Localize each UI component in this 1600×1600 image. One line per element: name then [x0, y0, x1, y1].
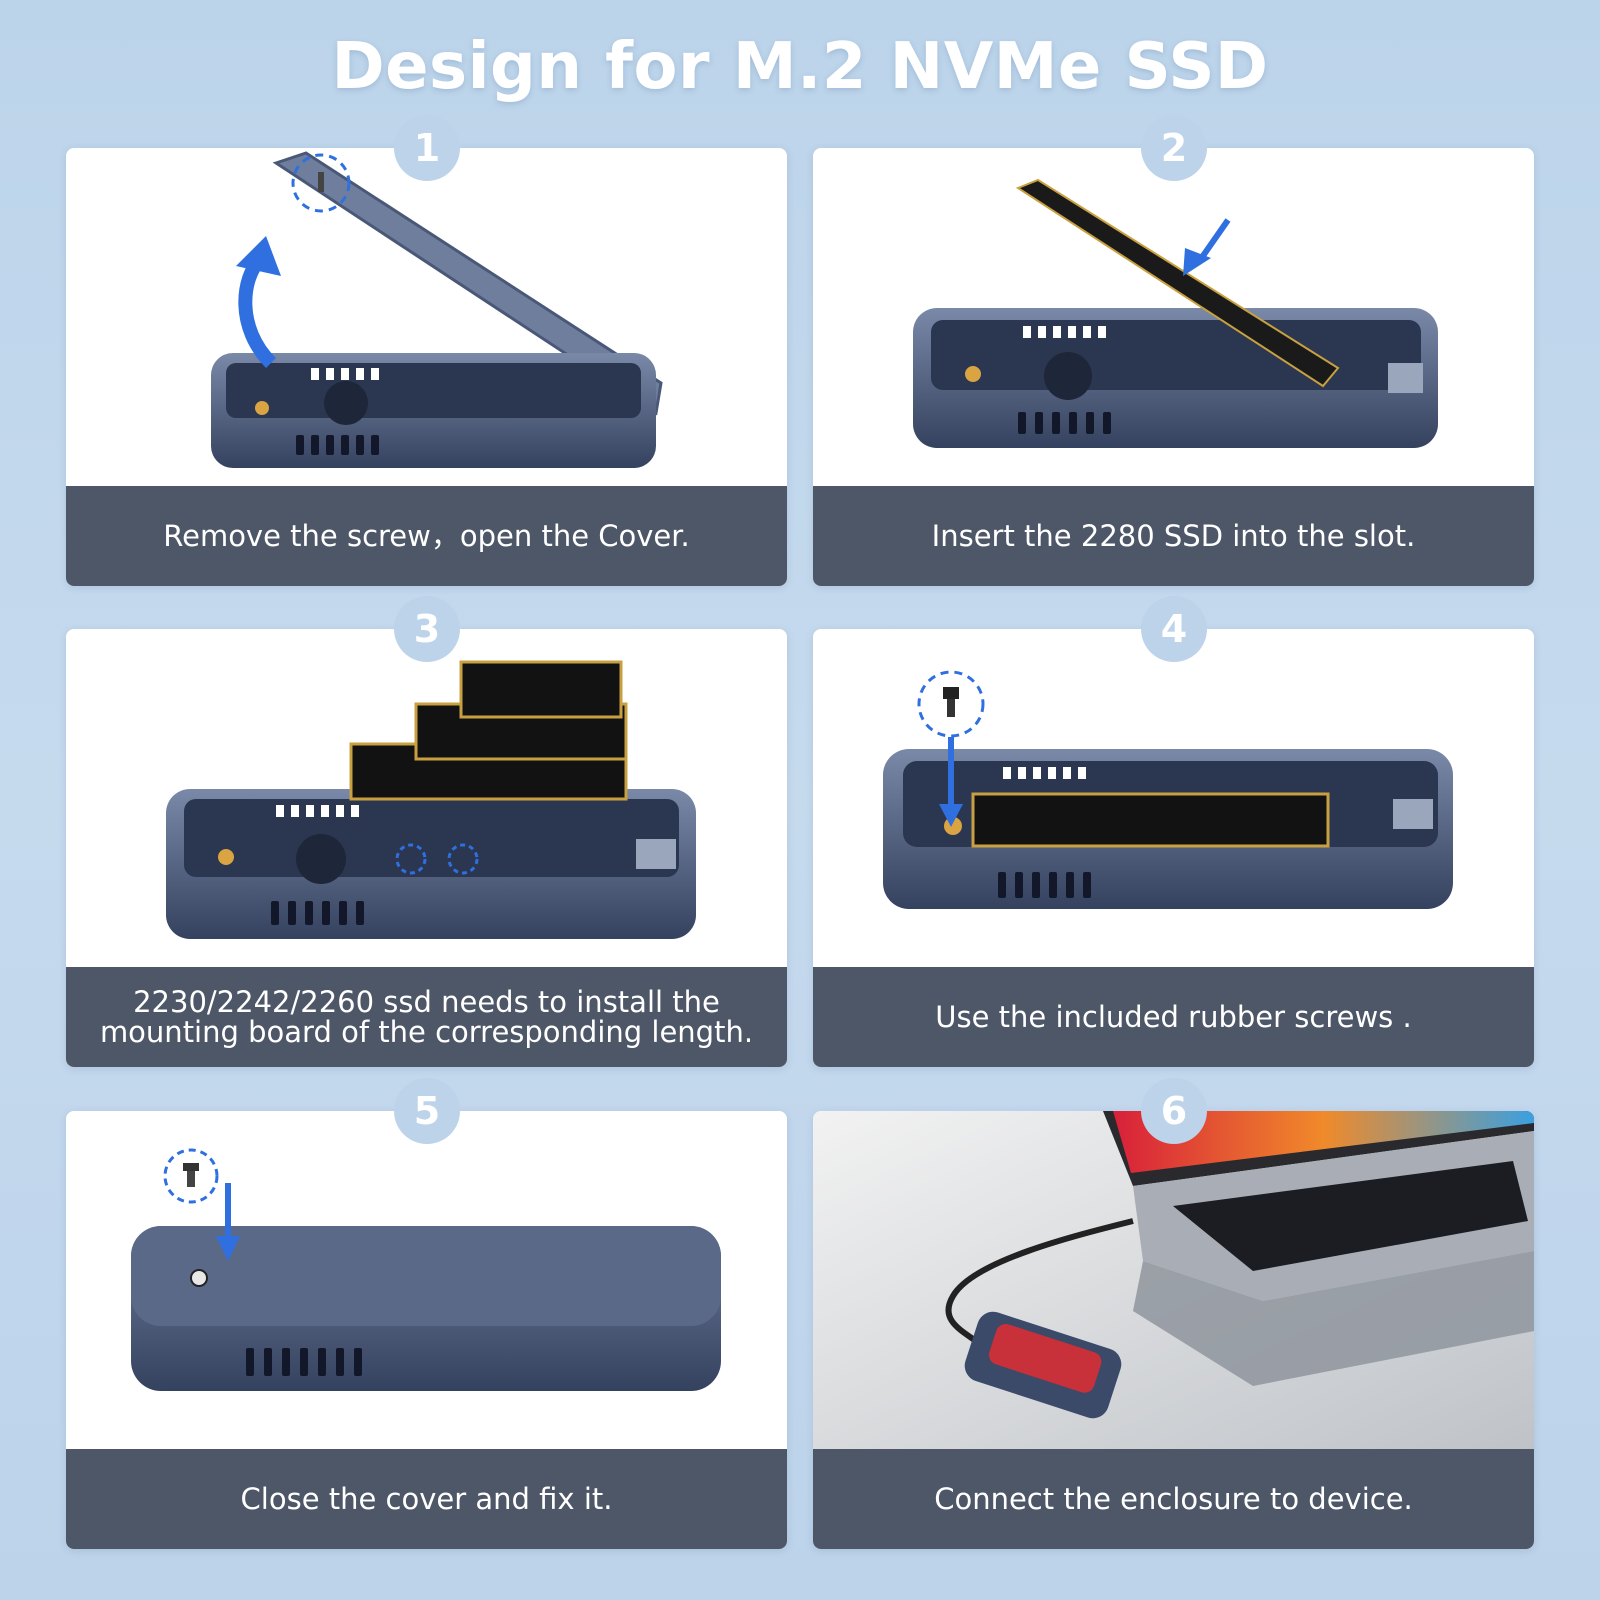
step-6-caption: Connect the enclosure to device.: [813, 1449, 1534, 1549]
open-enclosure-icon: [66, 148, 787, 486]
step-4-card: Use the included rubber screws .: [813, 629, 1534, 1067]
step-3-caption: 2230/2242/2260 ssd needs to install the …: [66, 967, 787, 1067]
step-6-badge: 6: [1141, 1078, 1207, 1144]
step-5-caption: Close the cover and fix it.: [66, 1449, 787, 1549]
step-5-card: Close the cover and fix it.: [66, 1111, 787, 1549]
step-5-badge: 5: [394, 1078, 460, 1144]
page-title: Design for M.2 NVMe SSD: [331, 30, 1269, 104]
insert-ssd-icon: [813, 148, 1534, 486]
ssd-sizes-icon: [66, 629, 787, 967]
step-2-caption: Insert the 2280 SSD into the slot.: [813, 486, 1534, 586]
step-2-badge: 2: [1141, 115, 1207, 181]
rubber-screw-icon: [813, 629, 1534, 967]
laptop-connection-icon: [813, 1111, 1534, 1449]
step-2-card: Insert the 2280 SSD into the slot.: [813, 148, 1534, 586]
step-1-badge: 1: [394, 115, 460, 181]
step-3-card: 2230/2242/2260 ssd needs to install the …: [66, 629, 787, 1067]
step-1-caption: Remove the screw，open the Cover.: [66, 486, 787, 586]
step-3-caption-line-1: 2230/2242/2260 ssd needs to install the: [133, 984, 720, 1019]
step-6-card: Connect the enclosure to device.: [813, 1111, 1534, 1549]
closed-enclosure-icon: [66, 1111, 787, 1449]
step-1-card: Remove the screw，open the Cover.: [66, 148, 787, 586]
step-3-caption-line-2: mounting board of the corresponding leng…: [99, 1015, 754, 1049]
step-4-caption: Use the included rubber screws .: [813, 967, 1534, 1067]
step-4-badge: 4: [1141, 596, 1207, 662]
step-3-badge: 3: [394, 596, 460, 662]
